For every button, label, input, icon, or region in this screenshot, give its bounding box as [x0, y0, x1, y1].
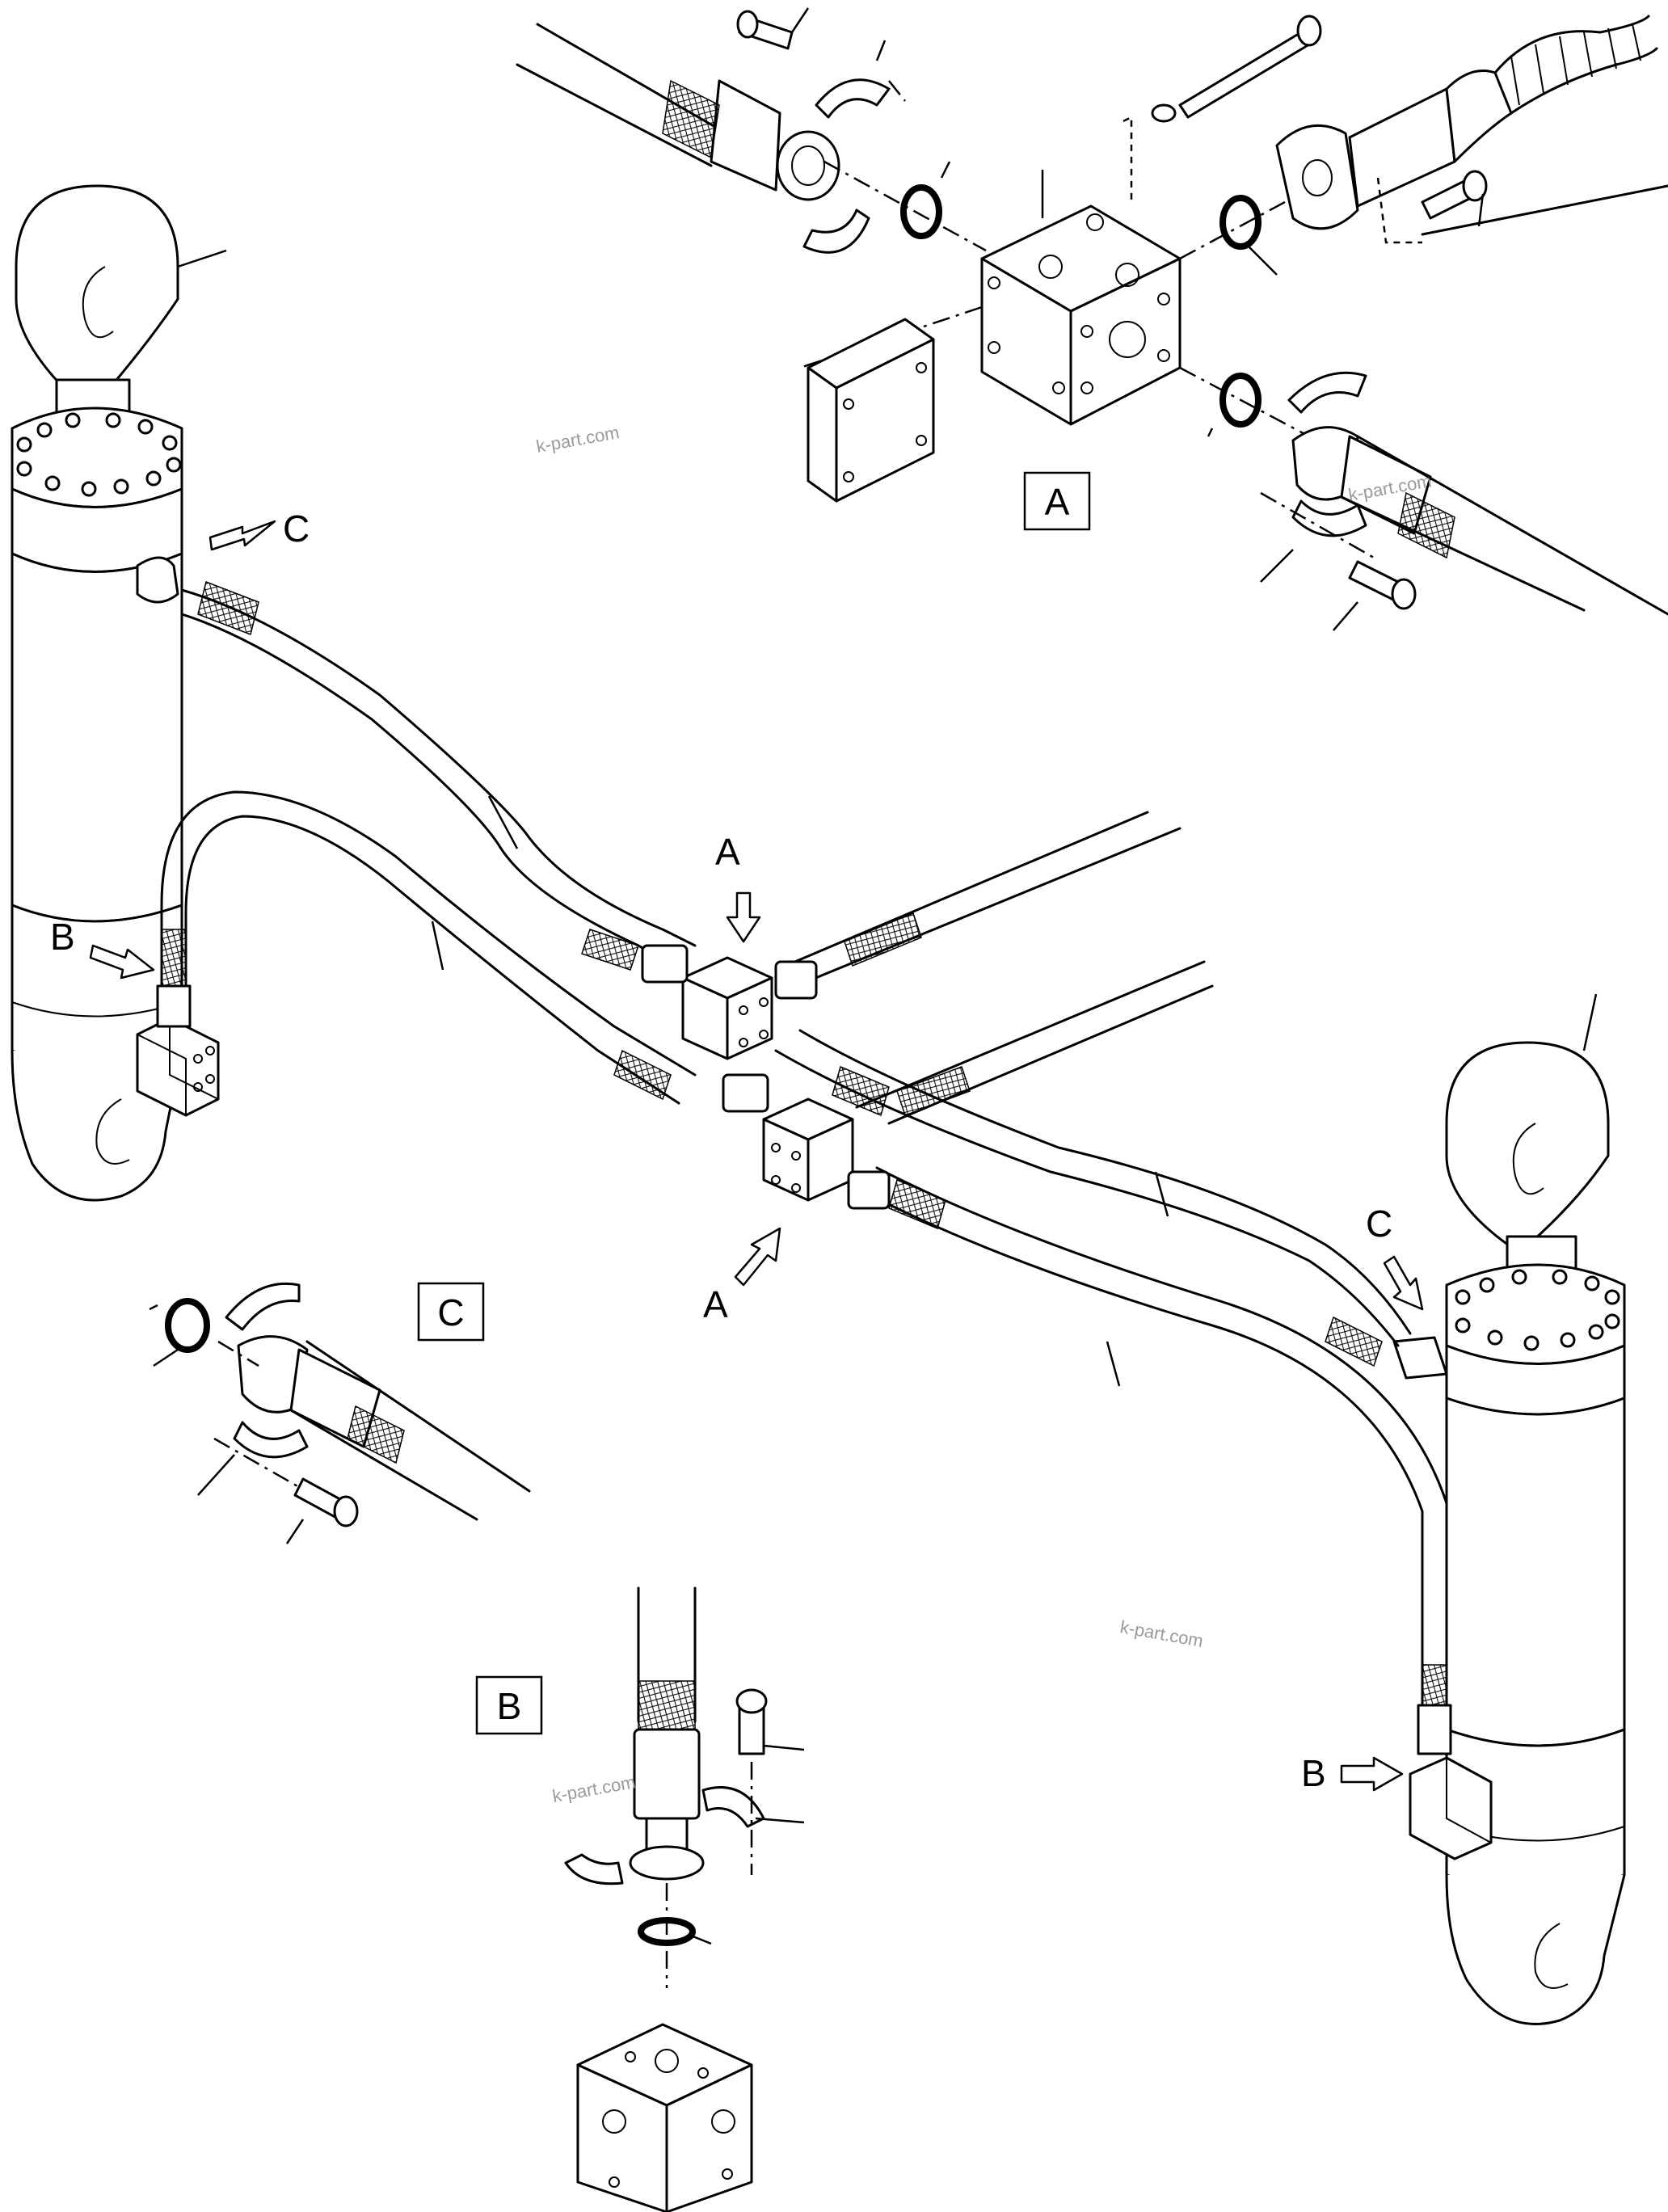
detail-a-label-box [1023, 471, 1091, 531]
junction-a-upper [641, 944, 773, 1060]
detail-a-o-ring-left [900, 184, 942, 239]
detail-c-clamp-top [225, 1282, 301, 1331]
detail-a-label: A [1045, 481, 1070, 523]
callouts: C A B A C B [50, 508, 1424, 1794]
callout-arrow-c-right [1383, 1255, 1424, 1311]
callout-label-a-bottom: A [703, 1283, 728, 1325]
left-cylinder-head-bolts [16, 412, 182, 497]
callout-label-b-left: B [50, 916, 75, 958]
detail-a-o-ring-right [1219, 195, 1262, 250]
detail-c-label-box [417, 1282, 485, 1342]
detail-b-valve-block [576, 2023, 753, 2212]
detail-a-clamp-bottom [802, 209, 870, 254]
left-cylinder-eye [15, 184, 179, 414]
detail-b-flange [629, 1845, 705, 1881]
hose-left-upper [180, 588, 697, 971]
detail-a-flange-right [1275, 124, 1359, 230]
callout-label-b-right: B [1301, 1752, 1326, 1794]
right-cylinder-lower-eye [1445, 1874, 1626, 2025]
watermark-1: k-part.com [535, 422, 621, 457]
right-cylinder-head-bolts [1455, 1269, 1620, 1351]
hose-right-lower [855, 1166, 1448, 1707]
callout-arrow-b-right [1340, 1756, 1404, 1792]
right-cylinder-eye [1445, 1041, 1610, 1254]
detail-b-o-ring [638, 1917, 696, 1946]
detail-b-label: B [497, 1685, 522, 1727]
watermark-3: k-part.com [1118, 1616, 1205, 1651]
watermark-4: k-part.com [551, 1772, 638, 1806]
callout-arrow-a-top [726, 891, 761, 943]
hoses [156, 580, 1452, 1755]
detail-a-valve-block [980, 170, 1182, 426]
callout-label-c-right: C [1366, 1203, 1392, 1245]
right-cylinder [1392, 993, 1626, 2025]
detail-c: C [149, 1282, 531, 1544]
detail-a-clamp-right-bottom [1291, 499, 1367, 537]
hose-left-lower [160, 790, 697, 1105]
detail-c-label: C [437, 1291, 464, 1334]
detail-a-clamp-top [815, 78, 891, 119]
detail-a-long-bolt [1178, 31, 1311, 119]
left-cylinder [11, 184, 227, 1202]
left-cylinder-fitting-c [136, 556, 179, 604]
detail-a-blanking-plate [807, 318, 935, 503]
detail-a-o-ring-lower [1219, 373, 1262, 428]
callout-label-a-top: A [715, 831, 740, 873]
callout-label-c-left: C [283, 508, 310, 550]
callout-arrow-c-left [208, 520, 276, 551]
detail-c-hose [289, 1340, 531, 1521]
detail-c-clamp-bottom [233, 1421, 309, 1459]
detail-b: B [475, 1586, 805, 2212]
right-cylinder-barrel [1445, 1397, 1626, 1747]
detail-a-clamp-right-top [1287, 371, 1367, 414]
detail-a: A [516, 7, 1668, 631]
hose-trunk-upper [774, 811, 1182, 988]
callout-arrow-b-left [89, 944, 155, 980]
detail-b-clamp-right [701, 1786, 765, 1828]
detail-b-label-box [475, 1675, 543, 1735]
detail-b-clamp-left [564, 1853, 624, 1885]
right-cylinder-fitting-c [1392, 1336, 1448, 1380]
left-cylinder-barrel [11, 552, 183, 923]
detail-a-corrugated-hose [1493, 15, 1658, 115]
callout-arrow-a-bottom [734, 1227, 781, 1287]
detail-c-o-ring [165, 1298, 210, 1353]
